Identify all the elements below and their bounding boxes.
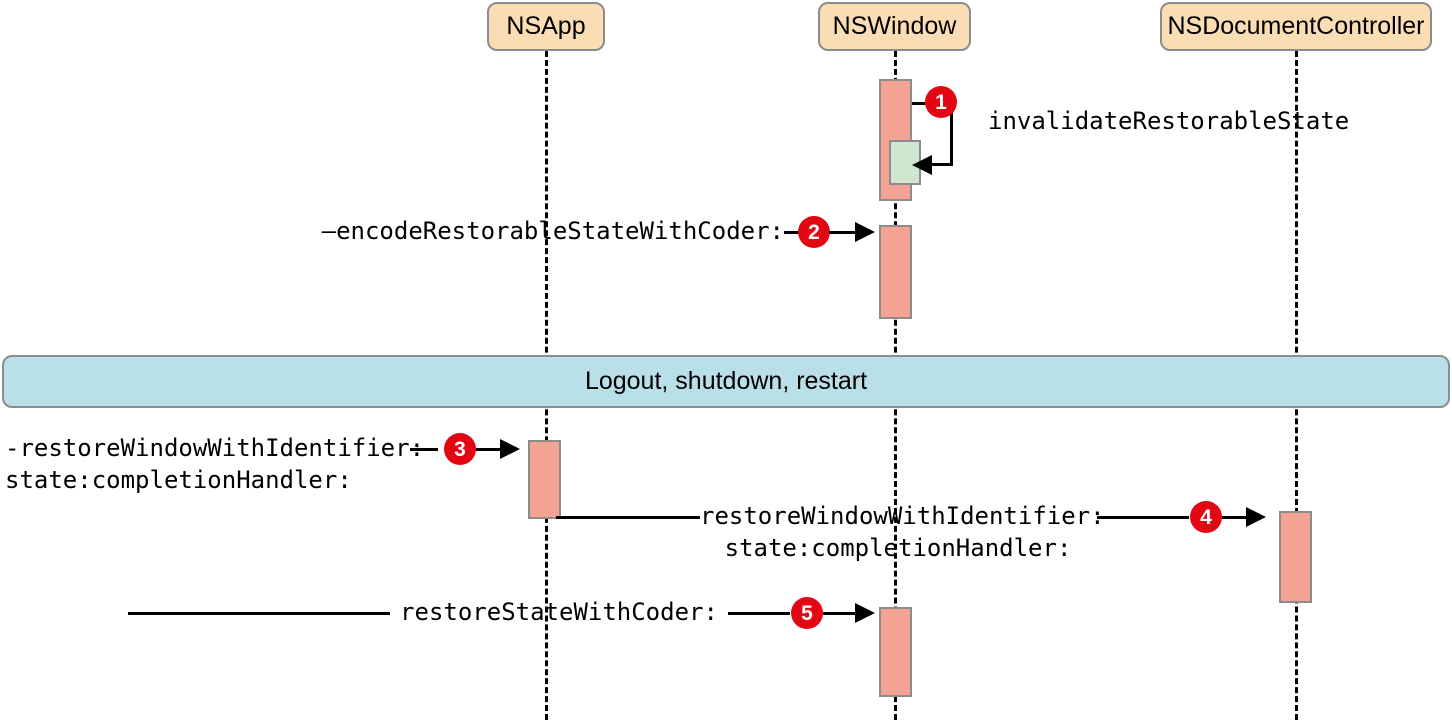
step-badge-label: 1 xyxy=(935,90,947,114)
phase-band-logout: Logout, shutdown, restart xyxy=(2,355,1450,408)
message-line-2b xyxy=(829,231,855,234)
message-text: restoreStateWithCoder: xyxy=(400,598,718,626)
message-line-3b xyxy=(476,448,500,451)
message-text-line1: restoreWindowWithIdentifier: xyxy=(700,502,1105,530)
message-arrowhead-2 xyxy=(855,222,875,242)
participant-nsapp[interactable]: NSApp xyxy=(487,2,605,51)
participant-label: NSApp xyxy=(506,12,586,40)
message-label-4: restoreWindowWithIdentifier: state:compl… xyxy=(700,500,1105,564)
message-line-5c xyxy=(823,612,855,615)
selfcall-arrowhead xyxy=(912,155,932,175)
activation-nsapp-3 xyxy=(528,440,561,519)
participant-nsdocumentcontroller[interactable]: NSDocumentController xyxy=(1160,2,1432,51)
message-text-line2: state:completionHandler: xyxy=(724,534,1072,562)
message-line-4 xyxy=(556,516,700,519)
participant-label: NSDocumentController xyxy=(1167,12,1425,40)
participant-label: NSWindow xyxy=(832,12,957,40)
activation-nswindow-5 xyxy=(879,607,912,697)
message-label-3: -restoreWindowWithIdentifier: state:comp… xyxy=(5,432,424,496)
message-line-3 xyxy=(410,448,438,451)
message-text: invalidateRestorableState xyxy=(988,107,1350,135)
message-text-line2: state:completionHandler: xyxy=(5,466,352,494)
message-text: —encodeRestorableStateWithCoder: xyxy=(321,217,784,245)
message-line-5 xyxy=(128,612,390,615)
selfcall-segment-bottom xyxy=(925,163,953,166)
message-line-4c xyxy=(1222,516,1246,519)
message-arrowhead-4 xyxy=(1246,507,1266,527)
message-label-5: restoreStateWithCoder: xyxy=(388,596,730,628)
message-text-line1: -restoreWindowWithIdentifier: xyxy=(5,434,425,462)
message-line-5b xyxy=(728,612,790,615)
step-badge-label: 5 xyxy=(801,601,813,625)
message-line-2 xyxy=(784,231,802,234)
step-badge-label: 3 xyxy=(454,437,466,461)
step-badge-3: 3 xyxy=(444,433,476,465)
step-badge-1: 1 xyxy=(925,86,957,118)
step-badge-label: 4 xyxy=(1200,505,1212,529)
step-badge-4: 4 xyxy=(1190,501,1222,533)
step-badge-2: 2 xyxy=(798,216,830,248)
step-badge-5: 5 xyxy=(791,597,823,629)
activation-nsdocumentcontroller-4 xyxy=(1279,511,1312,603)
activation-nswindow-2 xyxy=(879,225,912,319)
phase-band-label: Logout, shutdown, restart xyxy=(584,367,868,395)
message-label-2: —encodeRestorableStateWithCoder: xyxy=(300,215,784,247)
step-badge-label: 2 xyxy=(808,220,820,244)
message-label-1: invalidateRestorableState xyxy=(988,105,1349,137)
selfcall-segment-right xyxy=(950,102,953,164)
message-arrowhead-3 xyxy=(500,439,520,459)
message-line-4b xyxy=(1097,516,1189,519)
message-arrowhead-5 xyxy=(855,603,875,623)
participant-nswindow[interactable]: NSWindow xyxy=(818,2,971,51)
